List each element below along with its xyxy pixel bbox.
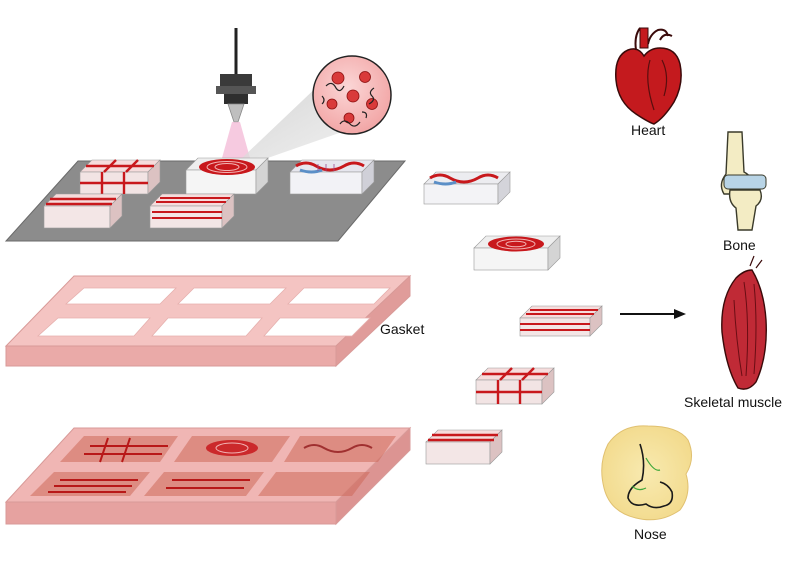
bone-icon (720, 131, 767, 231)
gasket-frame (4, 274, 412, 368)
nose-label: Nose (634, 526, 667, 542)
nose-icon (601, 425, 692, 521)
cell-magnifier-icon (242, 55, 392, 160)
vascular-scaffold-block (289, 159, 375, 195)
concentric-scaffold-block (185, 157, 269, 195)
extracted-lined-block (425, 429, 503, 465)
layered-scaffold-block-a (43, 193, 123, 229)
skeletal-muscle-icon (721, 255, 767, 390)
extracted-layered-block (519, 305, 603, 337)
skeletal-muscle-label: Skeletal muscle (684, 394, 783, 410)
grid-scaffold-block (79, 159, 161, 195)
culture-tray (4, 426, 412, 526)
gasket-label: Gasket (380, 321, 425, 337)
extracted-vascular-block (423, 171, 511, 205)
heart-icon (615, 27, 682, 125)
extracted-concentric-block (473, 235, 561, 271)
arrow-right-icon (620, 309, 686, 319)
layered-scaffold-block-b (149, 193, 235, 229)
extracted-grid-block (475, 367, 555, 405)
heart-label: Heart (631, 122, 666, 138)
bone-label: Bone (723, 237, 756, 253)
bioprinter-nozzle-icon (216, 28, 256, 158)
